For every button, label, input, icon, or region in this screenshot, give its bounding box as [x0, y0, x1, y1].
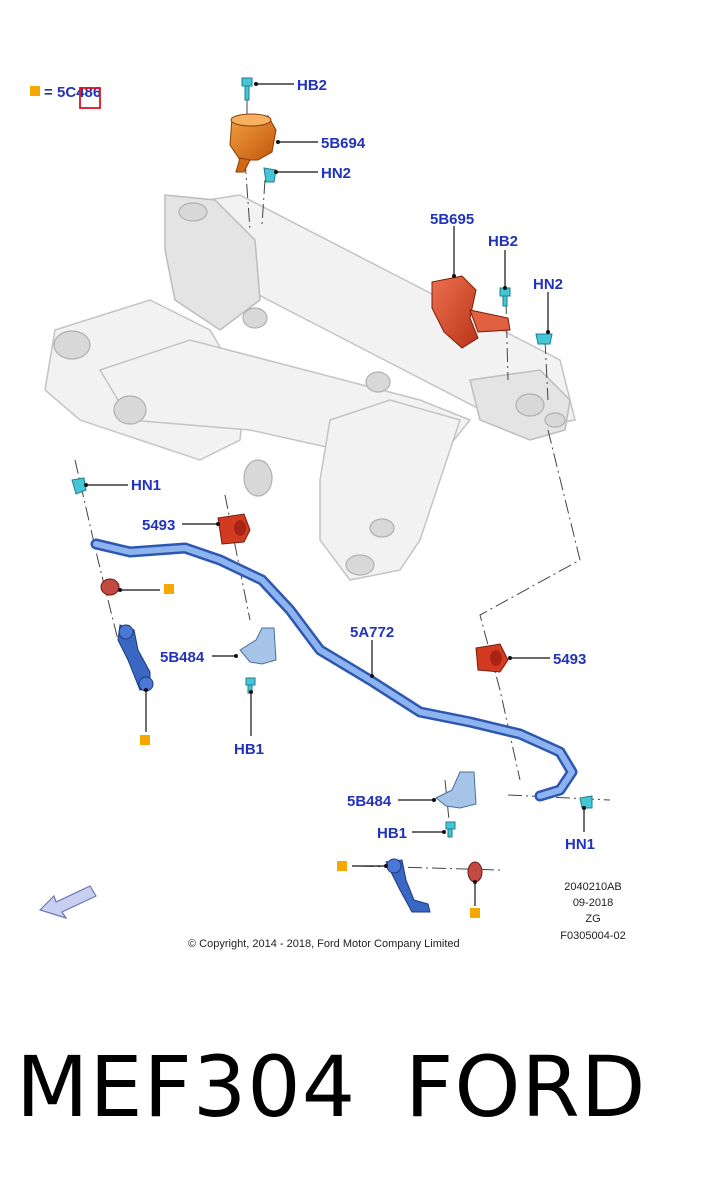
caption-part-code: MEF304: [16, 1038, 357, 1136]
label-5b694: 5B694: [321, 135, 366, 152]
label-hn2-right: HN2: [533, 276, 563, 293]
bolt-hb2-right-icon: [499, 287, 511, 307]
nut-hn1-right-icon: [579, 795, 593, 809]
marker-5c486-c: [337, 861, 347, 871]
marker-5c486-b: [140, 735, 150, 745]
mount-5b695: [431, 275, 511, 349]
copyright-text: © Copyright, 2014 - 2018, Ford Motor Com…: [188, 938, 460, 950]
label-hb2-right: HB2: [488, 233, 518, 250]
label-5b484-right: 5B484: [347, 793, 392, 810]
nut-hn2-top-icon: [263, 167, 277, 183]
leader-lines: [84, 82, 586, 906]
direction-arrow-icon: [38, 885, 97, 920]
bolt-hb1-right-icon: [445, 821, 456, 838]
caption: MEF304 FORD: [0, 1045, 708, 1175]
label-5b484-left: 5B484: [160, 649, 205, 666]
marker-5c486-a: [164, 584, 174, 594]
bolt-hb2-top-icon: [241, 77, 253, 101]
label-hb1-right: HB1: [377, 825, 407, 842]
mount-5b694: [229, 113, 277, 173]
exploded-parts-diagram: = 5C486: [30, 77, 626, 950]
label-hb1-left: HB1: [234, 741, 264, 758]
bracket-5b484-left: [239, 627, 277, 665]
label-5493-right: 5493: [553, 651, 586, 668]
label-hn2-top: HN2: [321, 165, 351, 182]
label-hb2-top: HB2: [297, 77, 327, 94]
label-5493-left: 5493: [142, 517, 175, 534]
nut-hn2-right-icon: [535, 333, 553, 345]
stabilizer-link-left: [100, 578, 154, 692]
label-5a772: 5A772: [350, 624, 394, 641]
nut-hn1-left-icon: [71, 477, 87, 495]
meta-line-1: 2040210AB: [564, 881, 622, 893]
legend: = 5C486: [30, 84, 101, 109]
meta-line-2: 09-2018: [573, 897, 613, 909]
meta-line-3: ZG: [585, 913, 600, 925]
legend-marker: [30, 86, 40, 96]
bushing-5493-right: [475, 643, 509, 673]
legend-equals: =: [44, 84, 53, 101]
bushing-5493-left: [217, 513, 251, 545]
label-hn1-left: HN1: [131, 477, 161, 494]
bracket-5b484-right: [435, 771, 477, 809]
legend-highlight-box: [79, 87, 101, 109]
meta-line-4: F0305004-02: [560, 930, 625, 942]
stabilizer-link-right: [385, 858, 483, 913]
drawing-metadata: 2040210AB 09-2018 ZG F0305004-02: [560, 881, 625, 942]
caption-brand: FORD: [405, 1038, 647, 1136]
stabilizer-bar-5a772: [90, 538, 578, 802]
label-5b695: 5B695: [430, 211, 474, 228]
rear-subframe: [44, 194, 576, 581]
label-hn1-right: HN1: [565, 836, 595, 853]
marker-5c486-d: [470, 908, 480, 918]
